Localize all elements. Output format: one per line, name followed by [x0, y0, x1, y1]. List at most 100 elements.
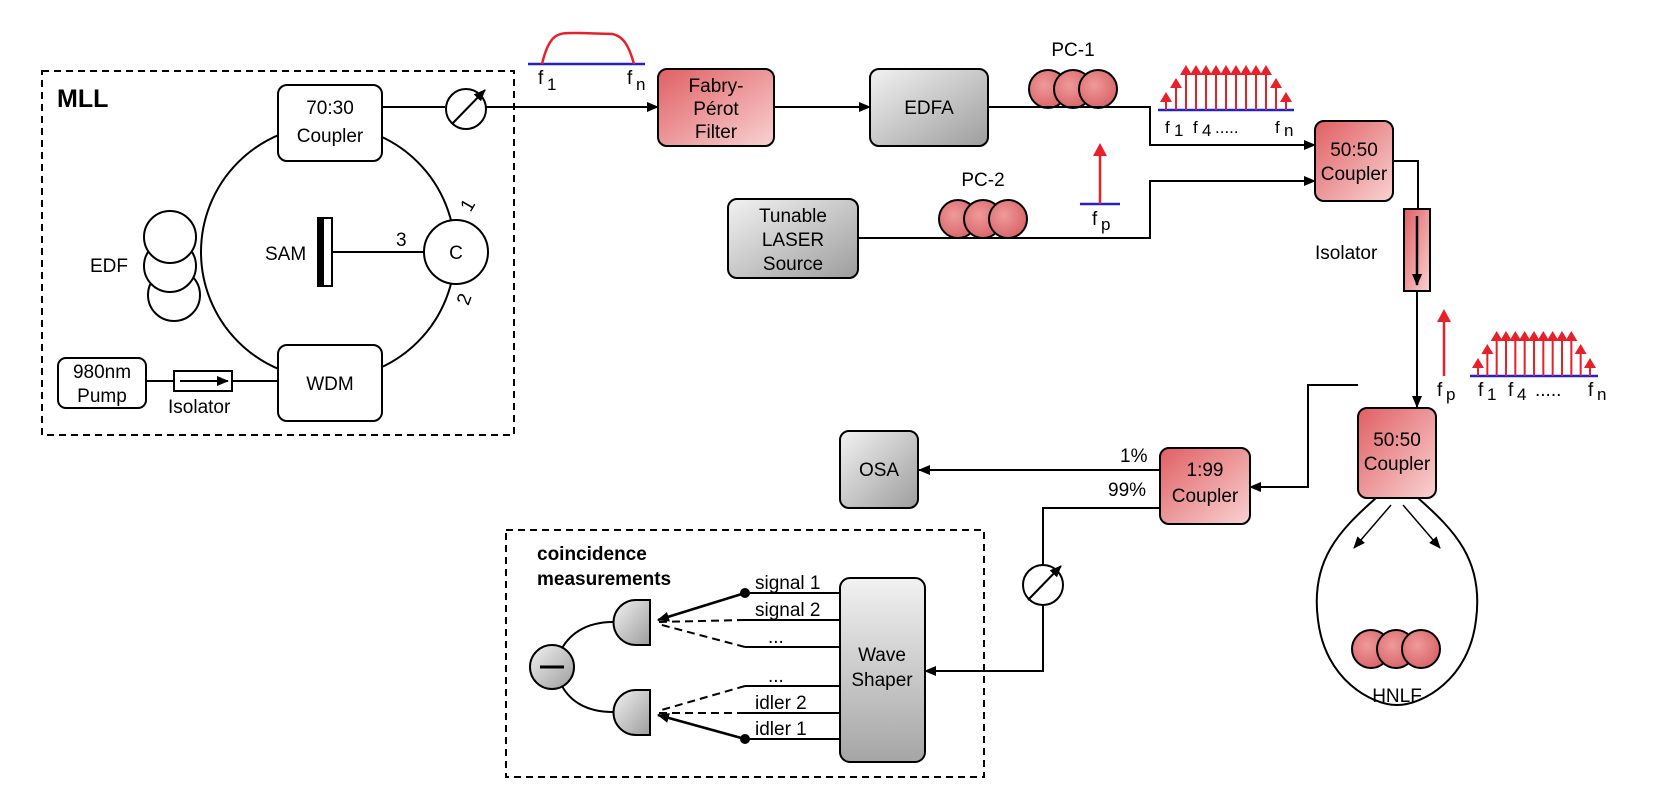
- comb-arrowhead: [1490, 331, 1503, 341]
- pc2-paddles[interactable]: [938, 199, 1028, 239]
- comb2-fn-sub: n: [1597, 385, 1606, 404]
- laser-line2: LASER: [762, 230, 824, 251]
- split-1pct: 1%: [1120, 446, 1148, 467]
- comb-arrowhead: [1556, 331, 1568, 341]
- spectrum-mll-fn: f: [627, 68, 633, 89]
- coupler-7030-ratio: 70:30: [306, 98, 354, 119]
- comb1-dots: .....: [1215, 118, 1239, 137]
- pump-wavelength: 980nm: [73, 362, 131, 383]
- split-99pct: 99%: [1108, 480, 1146, 501]
- comb1-f4-sub: 4: [1202, 121, 1211, 140]
- wdm-label: WDM: [306, 374, 353, 395]
- coupler-199[interactable]: [1159, 447, 1251, 525]
- spectrum-mll-f1: f: [538, 68, 544, 89]
- edf-label: EDF: [90, 256, 128, 277]
- comb-arrowhead: [1200, 65, 1212, 75]
- comb2-f4-sub: 4: [1517, 385, 1526, 404]
- circulator[interactable]: [423, 219, 489, 285]
- edfa-label: EDFA: [904, 98, 954, 119]
- channel-dots-bottom: ...: [768, 666, 784, 687]
- coincidence-title-2: measurements: [537, 569, 671, 590]
- comb-arrowhead: [1574, 344, 1587, 354]
- hnlf-loop: [1315, 497, 1479, 707]
- coincidence-boundary: [505, 529, 985, 778]
- detector-signal[interactable]: [612, 599, 651, 646]
- osa[interactable]: [839, 430, 919, 509]
- comb1-f1: f: [1165, 118, 1170, 137]
- spectrum-comb-2-pump: [1437, 309, 1451, 376]
- comb-arrowhead: [1270, 78, 1282, 88]
- spectrum-comb-1: [1158, 65, 1294, 112]
- comb2-fp: f: [1437, 380, 1443, 401]
- wdm[interactable]: [277, 344, 383, 422]
- comb-arrowhead: [1250, 65, 1262, 75]
- isolator-right-label: Isolator: [1315, 243, 1378, 264]
- detector-links: [657, 588, 750, 744]
- comb2-f4: f: [1508, 380, 1514, 401]
- spectrum-pump-fp: f: [1092, 209, 1098, 230]
- channel-lines: [745, 592, 840, 740]
- comb-arrowhead: [1160, 92, 1172, 102]
- comb-arrowhead: [1472, 358, 1484, 368]
- channel-dots-top: ...: [768, 627, 784, 648]
- comb-arrowhead: [1280, 92, 1292, 102]
- coincidence-title-1: coincidence: [537, 544, 647, 565]
- comb1-f1-sub: 1: [1174, 121, 1183, 140]
- osa-label: OSA: [859, 460, 899, 481]
- comb1-fn-sub: n: [1284, 121, 1293, 140]
- comb-arrowhead: [1190, 65, 1202, 75]
- waveshaper-line2: Shaper: [851, 670, 913, 691]
- spectrum-mll-fn-sub: n: [636, 75, 645, 94]
- channel-signal-1: signal 1: [755, 573, 821, 594]
- laser-line3: Source: [763, 254, 823, 275]
- comb-arrowhead: [1565, 331, 1578, 341]
- comb1-fn: f: [1275, 118, 1280, 137]
- spectrum-mll-f1-sub: 1: [547, 75, 556, 94]
- comb-arrowhead: [1220, 65, 1232, 75]
- pc1-paddles[interactable]: [1028, 69, 1118, 109]
- coupler-5050-hnlf-ratio: 50:50: [1373, 430, 1421, 451]
- hnlf-label: HNLF: [1372, 686, 1422, 707]
- coupler-7030-label: Coupler: [297, 126, 364, 147]
- detector-idler[interactable]: [612, 689, 651, 736]
- spectrum-pump-fp-sub: p: [1101, 215, 1110, 234]
- pump-980nm[interactable]: [57, 357, 147, 409]
- channel-idler-1: idler 1: [755, 719, 807, 740]
- sam-label: SAM: [265, 244, 306, 265]
- comb2-fn: f: [1588, 380, 1594, 401]
- comb-arrowhead: [1260, 65, 1272, 75]
- coupler-5050-top[interactable]: [1314, 120, 1394, 202]
- pump-label: Pump: [77, 386, 127, 407]
- comb-arrowhead: [1170, 78, 1182, 88]
- comb-arrowhead: [1528, 331, 1540, 341]
- comb2-f1-sub: 1: [1487, 385, 1496, 404]
- coupler-5050-hnlf[interactable]: [1357, 407, 1437, 499]
- coupler-7030[interactable]: [277, 84, 383, 162]
- comb-arrowhead: [1210, 65, 1222, 75]
- mll-title: MLL: [57, 85, 108, 113]
- mll-group: MLL 70:30 Coupler EDF SAM 3 C 1 2 WDM 98…: [41, 70, 515, 436]
- waveshaper[interactable]: [839, 577, 926, 763]
- comb-arrowhead: [1546, 331, 1559, 341]
- pc2-label: PC-2: [961, 170, 1004, 191]
- sam-mirror: [318, 218, 324, 286]
- channel-idler-2: idler 2: [755, 693, 807, 714]
- laser-line1: Tunable: [759, 206, 827, 227]
- spectrum-mll: f 1 f n: [528, 31, 645, 94]
- circulator-label: C: [449, 243, 463, 264]
- spectrum-pump: f p: [1080, 143, 1120, 234]
- coupler-5050-hnlf-label: Coupler: [1364, 454, 1431, 475]
- pump-isolator-label: Isolator: [168, 397, 231, 418]
- coupler-5050-top-label: Coupler: [1321, 164, 1388, 185]
- spectrum-comb-2: [1470, 331, 1598, 378]
- filter-line2: Pérot: [693, 99, 739, 120]
- comb-arrowhead: [1500, 331, 1512, 341]
- circulator-port2: 2: [453, 291, 476, 308]
- comb-arrowhead: [1481, 344, 1494, 354]
- comb-arrowhead: [1180, 65, 1192, 75]
- comb2-f1: f: [1478, 380, 1484, 401]
- pc1-label: PC-1: [1051, 40, 1094, 61]
- circulator-port3: 3: [396, 230, 407, 251]
- mll-boundary: [41, 70, 515, 436]
